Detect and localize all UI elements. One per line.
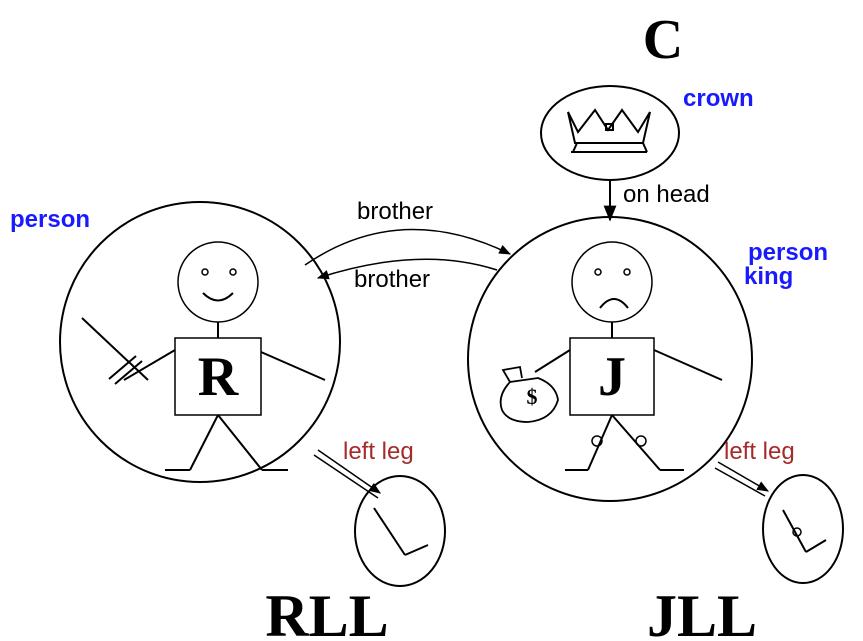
left-leg-label-right: left leg xyxy=(724,438,795,465)
richard-leg-node xyxy=(354,475,446,587)
john-left-leg-arrow xyxy=(714,461,770,497)
brother-arrow-top xyxy=(304,228,512,266)
crown-node xyxy=(540,85,680,181)
crown-symbol: C xyxy=(643,9,683,71)
richard-symbol: R xyxy=(198,346,239,408)
person-label-left: person xyxy=(10,206,90,233)
richard-leg-symbol: RLL xyxy=(265,583,388,641)
john-leg-symbol: JLL xyxy=(647,583,757,641)
king-label: king xyxy=(744,263,793,290)
money-bag-icon xyxy=(499,365,559,423)
brother-label-bottom: brother xyxy=(354,266,430,293)
richard-circle xyxy=(59,201,341,483)
smiley-face-icon xyxy=(177,241,259,323)
crown-label: crown xyxy=(683,85,754,112)
money-symbol: $ xyxy=(527,384,538,409)
sword-icon xyxy=(81,317,149,385)
richard-figure xyxy=(81,241,326,471)
brother-label-top: brother xyxy=(357,198,433,225)
frowning-face-icon xyxy=(571,241,653,323)
john-figure xyxy=(499,241,723,471)
john-leg-node xyxy=(762,474,844,584)
brother-arrow-bottom xyxy=(316,258,498,280)
on-head-label: on head xyxy=(623,181,710,208)
crown-icon xyxy=(567,108,651,153)
john-symbol: J xyxy=(598,346,626,408)
person-label-right: person xyxy=(748,239,828,266)
richard-left-leg-arrow xyxy=(313,449,381,499)
john-circle xyxy=(467,216,753,502)
left-leg-label-left: left leg xyxy=(343,438,414,465)
